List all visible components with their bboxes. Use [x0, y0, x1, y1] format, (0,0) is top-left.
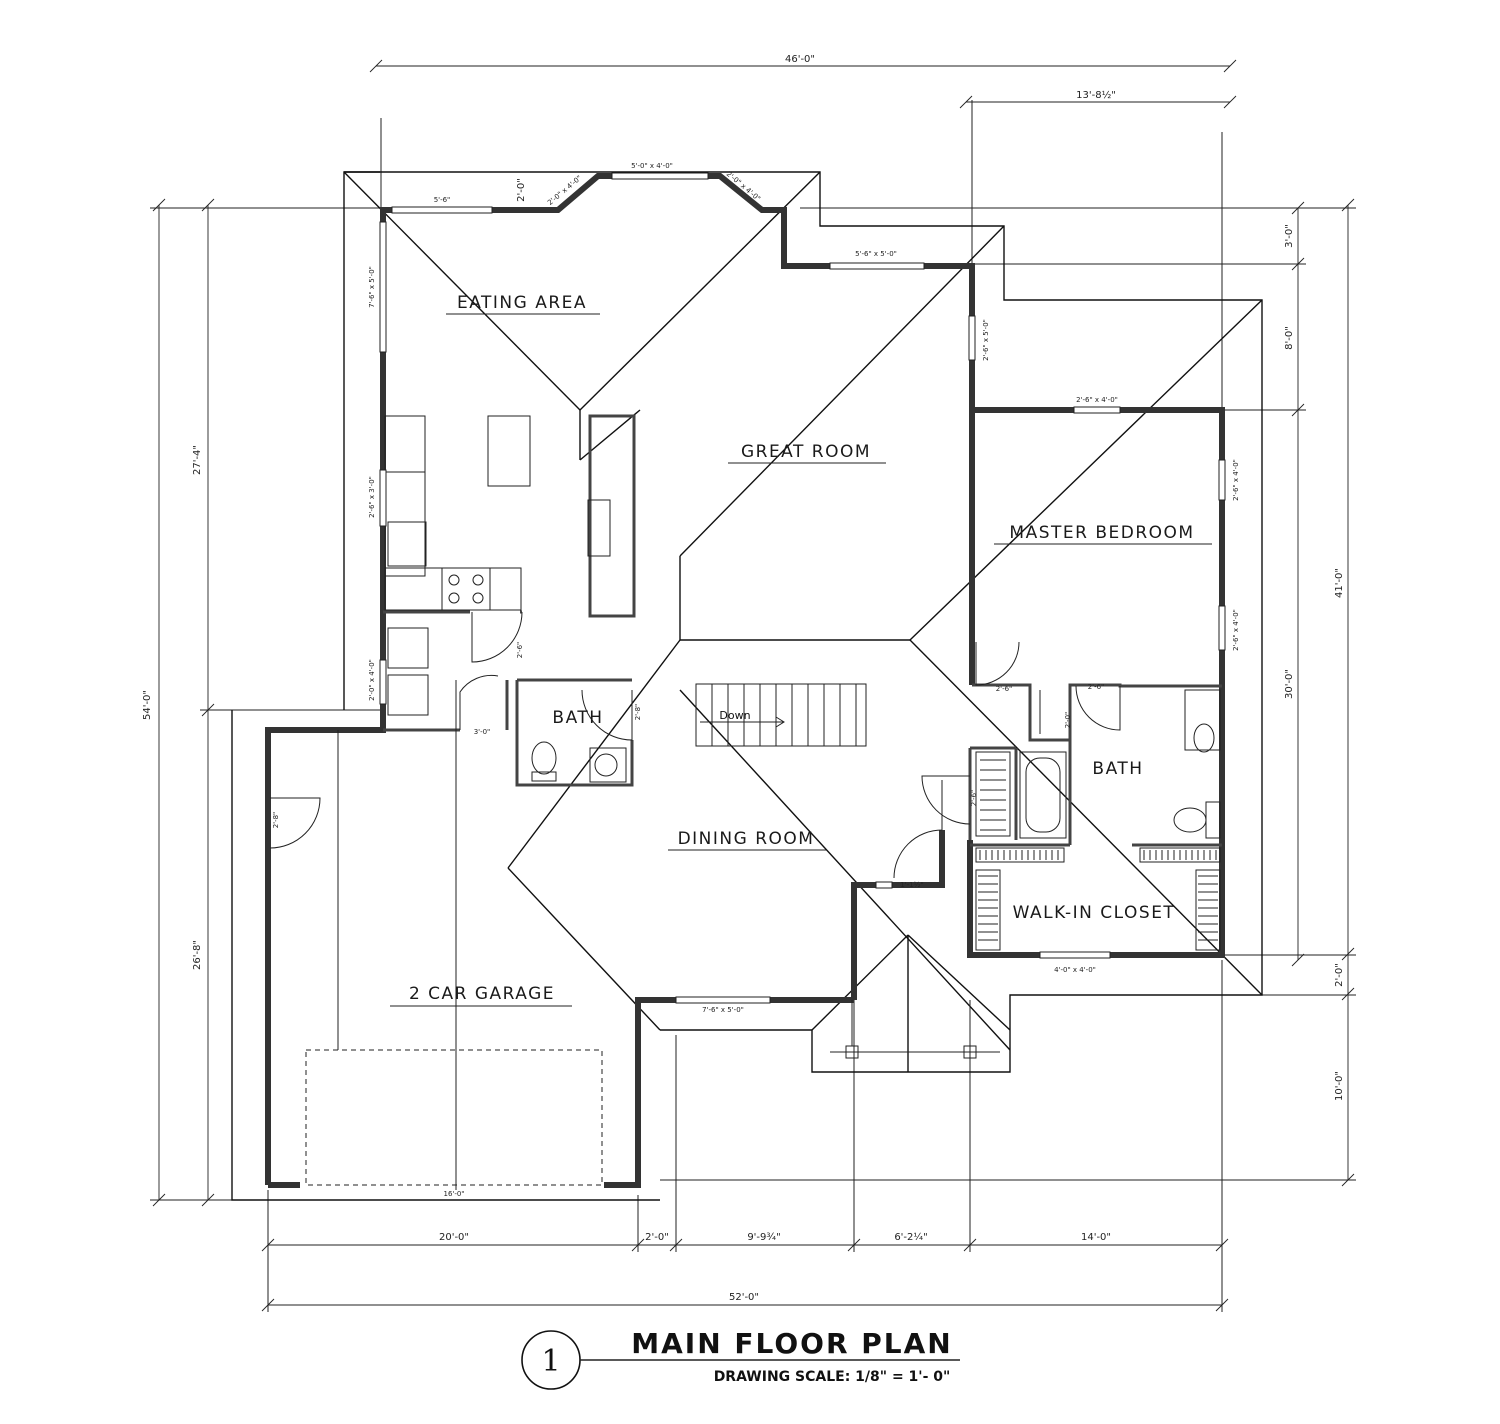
drawing-title: MAIN FLOOR PLAN	[631, 1327, 952, 1360]
stair-direction-label: Down	[719, 709, 750, 722]
window-label-great-right: 2'-6" x 5'-0"	[982, 319, 990, 361]
window-label-great-top: 5'-6" x 5'-0"	[855, 250, 897, 258]
door-label-master: 2'-6"	[996, 685, 1013, 693]
window-label-eating-top: 5'-6"	[434, 196, 451, 204]
window-label-kitchen-left: 2'-6" x 3'-0"	[368, 476, 376, 518]
drawing-scale: DRAWING SCALE: 1/8" = 1'- 0"	[714, 1369, 951, 1385]
window-label-dining-bottom: 7'-6" x 5'-0"	[702, 1006, 744, 1014]
dim-right-e: 2'-0"	[1334, 963, 1345, 987]
dimension-lines	[150, 59, 1356, 1312]
room-label-bath-main: BATH	[552, 708, 603, 728]
dim-right-d: 30'-0"	[1284, 669, 1295, 699]
door-label-closet: 2'-6"	[970, 790, 978, 807]
room-label-bath-master: BATH	[1092, 759, 1143, 779]
title-block: 1 MAIN FLOOR PLAN DRAWING SCALE: 1/8" = …	[521, 1327, 960, 1390]
interior-walls	[383, 414, 1222, 847]
dim-bottom-c: 9'-9¾"	[747, 1232, 780, 1243]
dim-top-right: 13'-8½"	[1076, 89, 1116, 101]
dim-bottom-e: 14'-0"	[1081, 1232, 1111, 1243]
kitchen-fixtures	[384, 415, 611, 716]
room-label-walk-in-closet: WALK-IN CLOSET	[1013, 903, 1176, 923]
room-label-garage: 2 CAR GARAGE	[409, 984, 555, 1004]
stair-treads	[700, 684, 857, 746]
window-door-labels: 5'-6" 5'-0" x 4'-0" 2'-0" x 4'-0" 2'-0" …	[272, 162, 1240, 1014]
porch-posts	[830, 1000, 1000, 1059]
door-label-laundry: 2'-6"	[516, 642, 524, 659]
dim-bottom-a: 20'-0"	[439, 1232, 469, 1243]
door-label-master-bath: 2'-6"	[1088, 683, 1105, 691]
dim-right-a: 3'-0"	[1284, 224, 1295, 248]
dim-garage-door: 16'-0"	[443, 1190, 464, 1198]
room-label-master-bedroom: MASTER BEDROOM	[1009, 523, 1194, 543]
dim-top-overall: 46'-0"	[785, 54, 815, 65]
room-label-eating-area: EATING AREA	[457, 293, 587, 313]
window-label-laundry-left: 2'-0" x 4'-0"	[368, 659, 376, 701]
room-label-great-room: GREAT ROOM	[741, 442, 871, 462]
dim-left-upper: 27'-4"	[192, 445, 203, 475]
room-labels: EATING AREA GREAT ROOM MASTER BEDROOM BA…	[390, 293, 1212, 1007]
dim-right-f: 10'-0"	[1334, 1071, 1345, 1101]
garage-door-outline	[305, 680, 603, 1190]
dim-bottom-overall: 52'-0"	[729, 1292, 759, 1303]
windows	[379, 172, 1226, 1004]
door-label-bath-main: 2'-8"	[634, 704, 642, 721]
door-swings	[269, 611, 1121, 879]
window-label-entry-side: 1'-1½"	[900, 881, 923, 889]
window-label-master-right-a: 2'-6" x 4'-0"	[1232, 459, 1240, 501]
window-label-bay-center: 5'-0" x 4'-0"	[631, 162, 673, 170]
dim-bottom-b: 2'-0"	[645, 1232, 669, 1243]
dim-bump-depth: 2'-0"	[516, 178, 527, 202]
dim-bottom-d: 6'-2¼"	[894, 1231, 927, 1243]
dim-garage-passage: 3'-0"	[474, 728, 491, 736]
drawing-number: 1	[541, 1344, 560, 1379]
bath-fixtures	[531, 689, 1221, 839]
dim-right-b: 8'-0"	[1284, 326, 1295, 350]
exterior-walls	[265, 173, 1225, 1188]
dim-left-lower: 26'-8"	[192, 940, 203, 970]
room-label-dining-room: DINING ROOM	[678, 829, 815, 849]
window-label-master-top: 2'-6" x 4'-0"	[1076, 396, 1118, 404]
door-label-linen: 2'-0"	[1064, 712, 1072, 729]
closet-rods	[975, 751, 1221, 951]
dim-left-overall: 54'-0"	[142, 690, 153, 720]
window-label-closet-bottom: 4'-0" x 4'-0"	[1054, 966, 1096, 974]
window-label-master-right-b: 2'-6" x 4'-0"	[1232, 609, 1240, 651]
door-label-garage-side: 2'-8"	[272, 812, 280, 829]
dim-right-c: 41'-0"	[1334, 568, 1345, 598]
dimension-labels: 46'-0" 13'-8½" 54'-0" 27'-4" 26'-8" 3'-0…	[142, 54, 1345, 1303]
window-label-eating-left: 7'-6" x 5'-0"	[368, 266, 376, 308]
